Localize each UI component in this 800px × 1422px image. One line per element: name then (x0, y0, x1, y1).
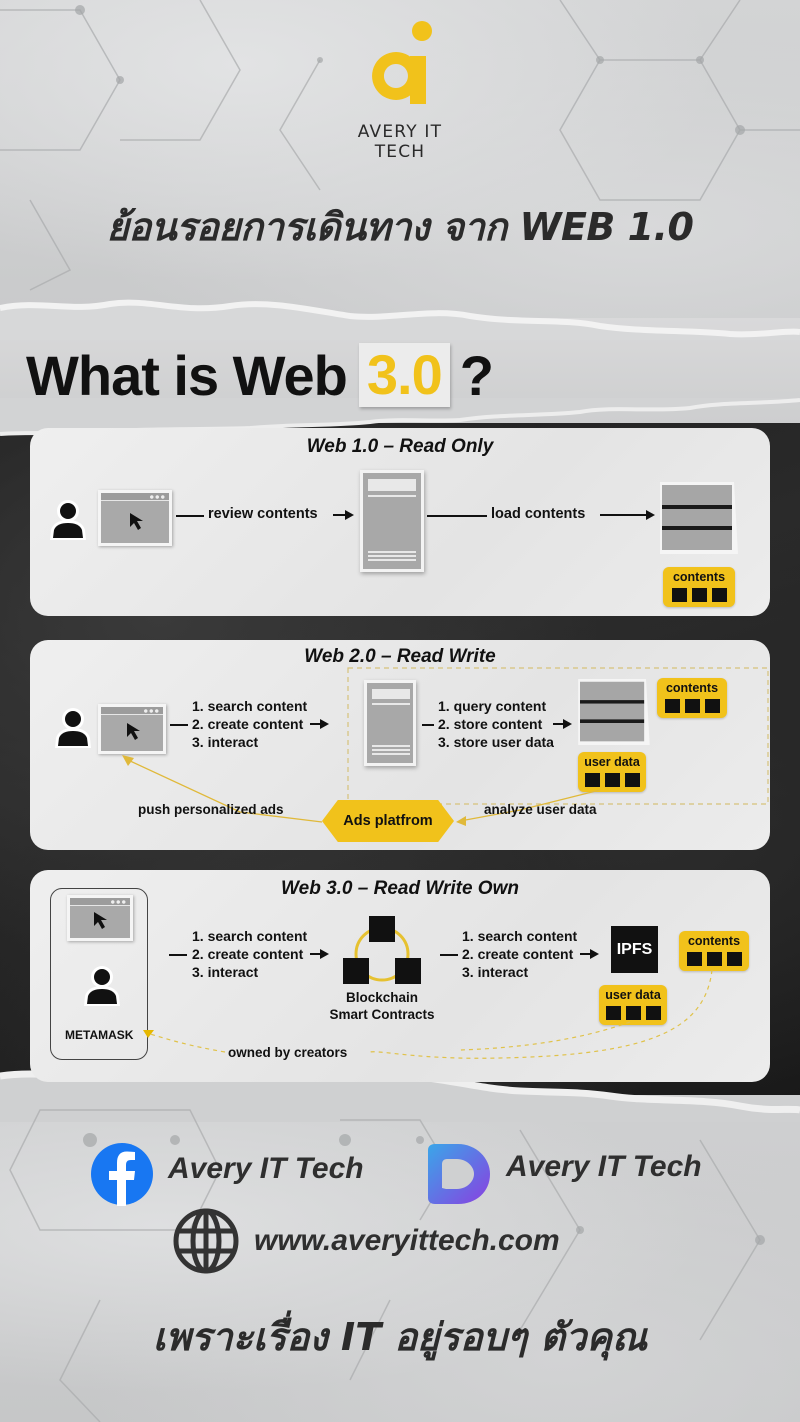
metamask-label: METAMASK (65, 1028, 134, 1042)
arrow-right-icon (333, 510, 354, 520)
step-item: 1. search content (462, 928, 578, 944)
client-steps-list: 1. search content 2. create content 3. i… (192, 927, 307, 981)
contents-chip-label: contents (665, 681, 719, 695)
step-item: 3. store user data (438, 734, 554, 750)
step-item: 3. interact (192, 964, 259, 980)
brand-name: AVERY IT TECH (357, 122, 443, 162)
thai-heading: ย้อนรอยการเดินทาง จาก WEB 1.0 (106, 205, 694, 249)
globe-icon (173, 1208, 239, 1274)
arrow-line (176, 515, 204, 517)
lemon8-page-name[interactable]: Avery IT Tech (506, 1150, 702, 1183)
web2-title: Web 2.0 – Read Write (304, 646, 496, 667)
arrow-right-icon (600, 510, 655, 520)
step-item: 2. create content (192, 946, 304, 962)
cursor-icon (130, 513, 143, 530)
user-icon (55, 708, 91, 748)
web1-title: Web 1.0 – Read Only (306, 436, 494, 457)
browser-window-icon (98, 704, 166, 754)
arrow-line (440, 954, 458, 956)
contents-chip-label: contents (687, 934, 741, 948)
arrow-right-icon (553, 719, 572, 729)
step-item: 2. store content (438, 716, 543, 732)
step-item: 2. create content (192, 716, 304, 732)
step-item: 1. search content (192, 928, 308, 944)
arrow-line (422, 724, 434, 726)
database-icon (660, 482, 738, 554)
metamask-wallet-group (50, 888, 148, 1060)
arrow-right-icon (310, 949, 329, 959)
lemon8-icon[interactable] (424, 1140, 494, 1208)
title-highlight-version: 3.0 (358, 343, 450, 407)
server-steps-list: 1. query content 2. store content 3. sto… (438, 697, 554, 751)
title-prefix: What is Web (26, 343, 348, 407)
avery-logo-icon (372, 21, 432, 104)
web-server-icon (364, 680, 416, 766)
title-question-mark: ? (459, 343, 494, 407)
browser-window-icon (98, 490, 172, 546)
database-icon (578, 679, 650, 745)
load-contents-label: load contents (491, 506, 586, 522)
arrow-line (170, 724, 188, 726)
owned-by-creators-label: owned by creators (228, 1045, 348, 1060)
backend-dashed-group-border (347, 667, 769, 805)
contents-chip: contents (679, 931, 749, 971)
facebook-page-name[interactable]: Avery IT Tech (168, 1152, 364, 1185)
web-server-icon (360, 470, 424, 572)
step-item: 3. interact (462, 964, 529, 980)
user-data-chip-label: user data (584, 755, 640, 769)
contents-chip-label: contents (672, 570, 726, 584)
cursor-icon (94, 912, 107, 929)
facebook-icon[interactable] (90, 1142, 154, 1206)
arrow-line (169, 954, 187, 956)
blockchain-network-icon (343, 916, 421, 984)
user-data-chip: user data (599, 985, 667, 1025)
arrow-right-icon (580, 949, 599, 959)
brand-logo: AVERY IT TECH (330, 14, 470, 162)
arrow-right-icon (310, 719, 329, 729)
blockchain-label: Blockchain Smart Contracts (327, 989, 437, 1023)
step-item: 2. create content (462, 946, 574, 962)
step-item: 3. interact (192, 734, 259, 750)
contents-chip: contents (663, 567, 735, 607)
push-personalized-ads-label: push personalized ads (138, 802, 284, 817)
contents-chip: contents (657, 678, 727, 718)
website-link[interactable]: www.averyittech.com (254, 1224, 560, 1257)
user-data-chip: user data (578, 752, 646, 792)
user-data-chip-label: user data (605, 988, 661, 1002)
arrow-line (427, 515, 487, 517)
ipfs-storage-badge: IPFS (611, 926, 658, 973)
footer-slogan: เพราะเรื่อง IT อยู่รอบๆ ตัวคุณ (152, 1315, 648, 1359)
cursor-icon (127, 723, 140, 740)
chain-steps-list: 1. search content 2. create content 3. i… (462, 927, 577, 981)
browser-window-icon (67, 895, 133, 941)
client-steps-list: 1. search content 2. create content 3. i… (192, 697, 307, 751)
user-icon (84, 966, 120, 1006)
page-title: What is Web 3.0 ? (26, 340, 494, 410)
blockchain-label-line1: Blockchain (345, 990, 419, 1005)
ads-platform-badge: Ads platfrom (322, 800, 454, 842)
analyze-user-data-label: analyze user data (484, 802, 597, 817)
user-icon (50, 500, 86, 540)
review-contents-label: review contents (208, 506, 318, 522)
step-item: 1. search content (192, 698, 308, 714)
web3-title: Web 3.0 – Read Write Own (281, 878, 519, 899)
step-item: 1. query content (438, 698, 547, 714)
blockchain-label-line2: Smart Contracts (329, 1007, 435, 1022)
